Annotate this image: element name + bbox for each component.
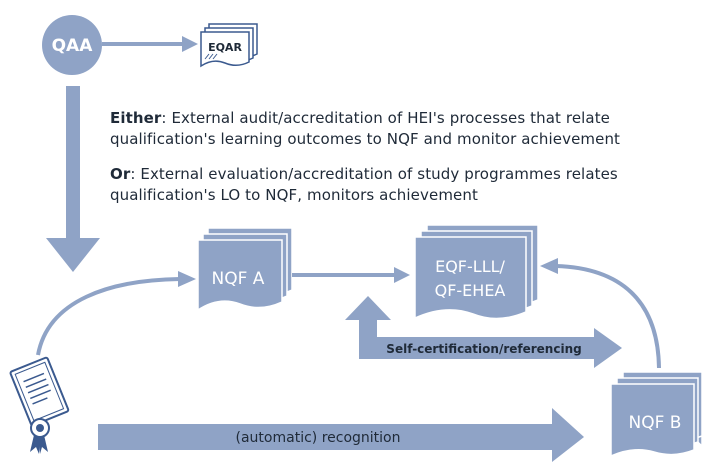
either-line-1: Either: External audit/accreditation of …	[110, 108, 620, 129]
nqf-b-document-stack: NQF B	[610, 371, 702, 458]
or-line1-text: : External evaluation/accreditation of s…	[130, 165, 618, 183]
nqf-b-to-eqf-arrow	[540, 258, 661, 369]
qaa-node: QAA	[42, 15, 102, 75]
self-certification-arrow: Self-certification/referencing	[345, 296, 622, 368]
either-text-block: Either: External audit/accreditation of …	[110, 108, 620, 150]
or-keyword: Or	[110, 165, 131, 183]
recognition-label: (automatic) recognition	[236, 430, 401, 446]
either-keyword: Either	[110, 109, 162, 127]
either-line-2: qualification's learning outcomes to NQF…	[110, 130, 621, 148]
nqf-a-to-eqf-arrow	[292, 267, 410, 283]
eqf-document-stack: EQF-LLL/ QF-EHEA	[414, 224, 539, 320]
qaa-down-arrow	[46, 86, 100, 272]
or-line-2: qualification's LO to NQF, monitors achi…	[110, 186, 478, 204]
or-text-block: Or: External evaluation/accreditation of…	[110, 164, 618, 206]
certificate-seal-icon	[30, 418, 50, 454]
eqf-label-line1: EQF-LLL/	[435, 257, 505, 276]
eqf-label-line2: QF-EHEA	[435, 281, 506, 300]
qaa-label: QAA	[52, 36, 94, 56]
either-line1-text: : External audit/accreditation of HEI's …	[161, 109, 611, 127]
or-line-1: Or: External evaluation/accreditation of…	[110, 164, 618, 185]
self-certification-label: Self-certification/referencing	[386, 342, 581, 356]
nqf-b-label: NQF B	[629, 413, 682, 433]
eqar-document-stack: EQAR	[200, 23, 258, 68]
recognition-arrow: (automatic) recognition	[98, 408, 584, 462]
diploma-certificate-icon	[9, 356, 70, 427]
certificate-to-nqf-a-arrow	[36, 271, 196, 356]
qaa-to-eqar-arrow	[102, 36, 198, 52]
nqf-a-label: NQF A	[212, 269, 265, 289]
eqar-label: EQAR	[208, 41, 242, 54]
nqf-a-document-stack: NQF A	[197, 227, 293, 312]
